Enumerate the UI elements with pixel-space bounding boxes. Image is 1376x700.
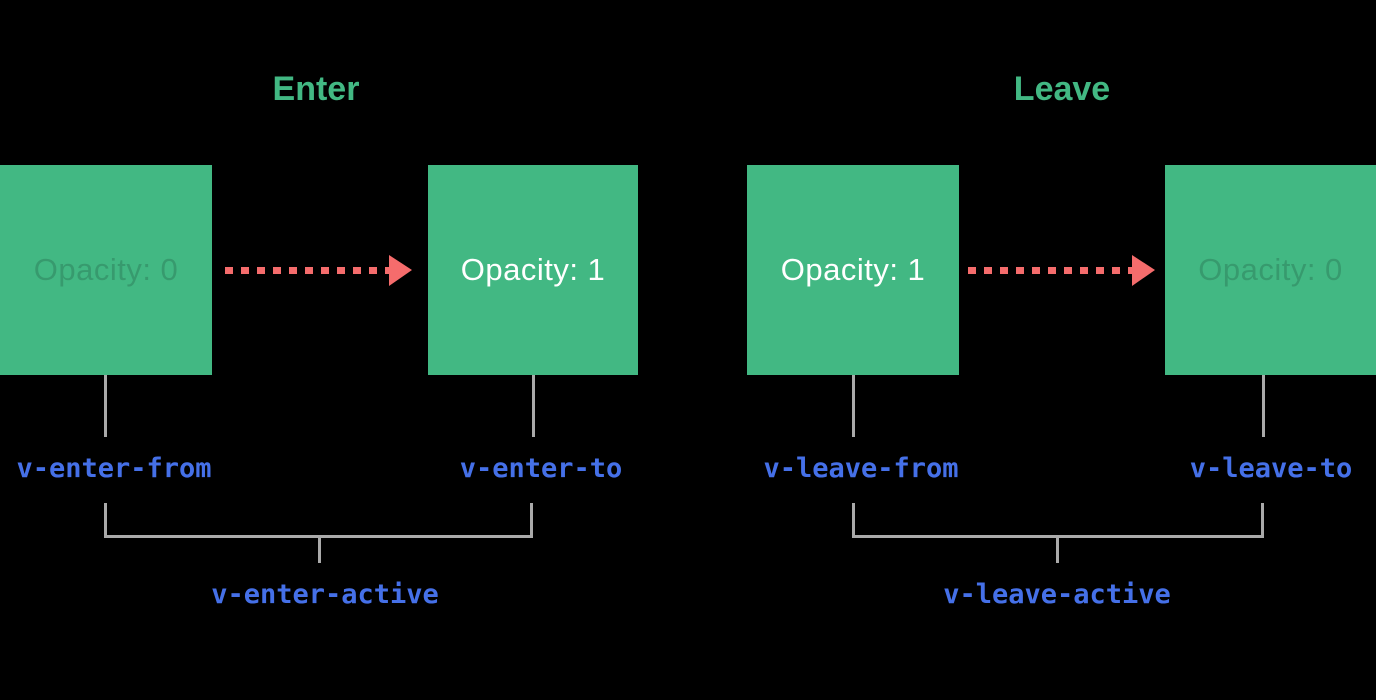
enter-bracket-left-line bbox=[104, 503, 107, 538]
arrow-head-icon bbox=[389, 255, 412, 286]
enter-from-class-label: v-enter-from bbox=[16, 453, 212, 484]
enter-bracket-stem-line bbox=[317, 538, 321, 563]
enter-active-class-label: v-enter-active bbox=[211, 579, 439, 610]
leave-to-class-label: v-leave-to bbox=[1189, 453, 1353, 484]
leave-to-box: Opacity: 0 bbox=[1165, 165, 1376, 375]
leave-transition-arrow-icon bbox=[968, 255, 1155, 286]
leave-from-box-label: Opacity: 1 bbox=[780, 252, 926, 287]
leave-section-title: Leave bbox=[1013, 70, 1111, 108]
enter-from-connector-line bbox=[104, 375, 107, 437]
leave-bracket-right-line bbox=[1260, 503, 1264, 538]
leave-active-class-label: v-leave-active bbox=[943, 579, 1171, 610]
leave-from-connector-line bbox=[851, 375, 855, 437]
arrow-dashed-line bbox=[225, 267, 389, 274]
leave-bracket-stem-line bbox=[1055, 538, 1059, 563]
enter-from-box: Opacity: 0 bbox=[0, 165, 212, 375]
leave-from-box: Opacity: 1 bbox=[747, 165, 959, 375]
enter-to-class-label: v-enter-to bbox=[459, 453, 623, 484]
leave-bracket-bottom-line bbox=[851, 535, 1264, 538]
enter-bracket-bottom-line bbox=[104, 535, 533, 538]
arrow-dashed-line bbox=[968, 267, 1132, 274]
enter-from-box-label: Opacity: 0 bbox=[33, 252, 179, 287]
enter-to-box: Opacity: 1 bbox=[428, 165, 638, 375]
enter-bracket-right-line bbox=[530, 503, 533, 538]
leave-from-class-label: v-leave-from bbox=[763, 453, 959, 484]
arrow-head-icon bbox=[1132, 255, 1155, 286]
leave-bracket-left-line bbox=[851, 503, 855, 538]
enter-to-connector-line bbox=[531, 375, 535, 437]
leave-to-box-label: Opacity: 0 bbox=[1198, 252, 1343, 287]
leave-to-connector-line bbox=[1262, 375, 1265, 437]
enter-section-title: Enter bbox=[272, 70, 360, 108]
enter-transition-arrow-icon bbox=[225, 255, 412, 286]
enter-to-box-label: Opacity: 1 bbox=[460, 252, 606, 287]
